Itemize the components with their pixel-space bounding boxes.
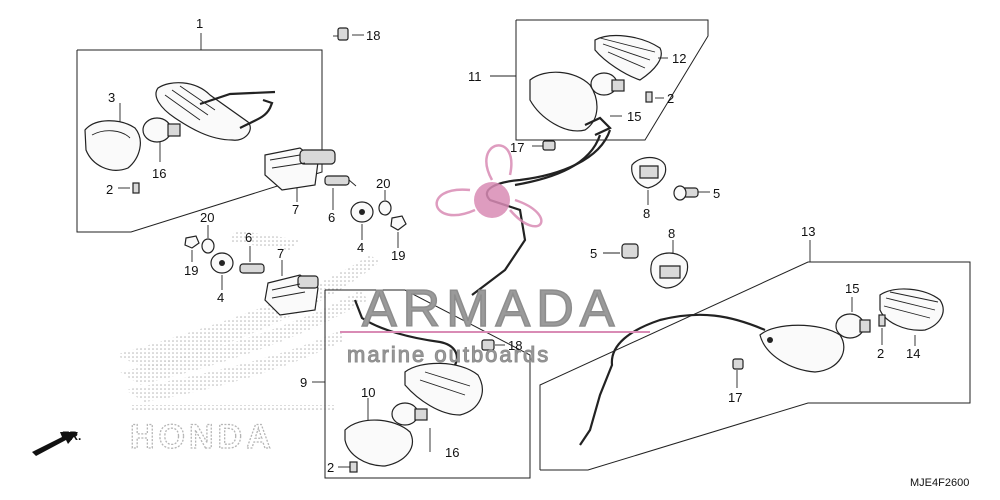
callout-7a[interactable]: 7	[292, 202, 299, 217]
part-grommet-4a[interactable]	[350, 201, 374, 223]
callout-2d[interactable]: 2	[327, 460, 334, 475]
callout-13[interactable]: 13	[801, 224, 815, 239]
part-socket-8b[interactable]	[650, 252, 689, 289]
armada-logo-mark	[435, 144, 543, 228]
brand-wordmark: HONDA	[130, 418, 275, 456]
callout-18b[interactable]: 18	[508, 338, 522, 353]
callout-20b[interactable]: 20	[200, 210, 214, 225]
wire-harness-right-rear	[579, 313, 766, 446]
watermark-subtitle: marine outboards	[347, 342, 550, 367]
callout-8a[interactable]: 8	[643, 206, 650, 221]
callout-2c[interactable]: 2	[877, 346, 884, 361]
callout-4b[interactable]: 4	[217, 290, 224, 305]
part-bulb-6a[interactable]	[324, 175, 357, 187]
callout-14[interactable]: 14	[906, 346, 920, 361]
frame-group-9	[324, 289, 531, 479]
callout-17a[interactable]: 17	[510, 140, 524, 155]
part-screw-2b[interactable]	[645, 91, 653, 103]
part-washer-20a[interactable]	[378, 200, 392, 216]
part-lens-left-front[interactable]	[84, 120, 141, 171]
part-housing-left-rear[interactable]	[404, 362, 483, 416]
part-bulb-right-front[interactable]	[590, 72, 625, 96]
callout-15a[interactable]: 15	[627, 109, 641, 124]
callout-20a[interactable]: 20	[376, 176, 390, 191]
callout-12[interactable]: 12	[672, 51, 686, 66]
callout-16b[interactable]: 16	[445, 445, 459, 460]
part-nut-19a[interactable]	[390, 215, 407, 231]
honda-wing-watermark	[115, 230, 380, 412]
part-bulb-6b[interactable]	[239, 263, 265, 274]
callout-19b[interactable]: 19	[184, 263, 198, 278]
part-screw-17a[interactable]	[542, 140, 556, 151]
part-socket-7a[interactable]	[264, 147, 336, 191]
frame-group-13	[539, 261, 971, 471]
callout-4a[interactable]: 4	[357, 240, 364, 255]
part-bulb-5a[interactable]	[673, 185, 699, 201]
callout-15b[interactable]: 15	[845, 281, 859, 296]
callout-2a[interactable]: 2	[106, 182, 113, 197]
part-screw-17b[interactable]	[732, 358, 744, 370]
callout-7b[interactable]: 7	[277, 246, 284, 261]
part-bulb-left-rear[interactable]	[391, 402, 428, 426]
callout-19a[interactable]: 19	[391, 248, 405, 263]
callout-1[interactable]: 1	[196, 16, 203, 31]
callout-2b[interactable]: 2	[667, 91, 674, 106]
callout-6b[interactable]: 6	[245, 230, 252, 245]
callout-11[interactable]: 11	[468, 69, 482, 84]
callout-5a[interactable]: 5	[713, 186, 720, 201]
frame-group-11	[515, 19, 709, 141]
callout-16a[interactable]: 16	[152, 166, 166, 181]
callout-17b[interactable]: 17	[728, 390, 742, 405]
part-screw-18b[interactable]	[481, 339, 495, 351]
watermark-title: ARMADA	[362, 280, 620, 338]
part-bulb-5b[interactable]	[621, 243, 639, 259]
callout-9[interactable]: 9	[300, 375, 307, 390]
part-bulb-left-front[interactable]	[142, 117, 181, 143]
part-socket-7b[interactable]	[264, 274, 319, 316]
frame-group-1	[76, 49, 323, 233]
front-direction-indicator: FR.	[32, 429, 81, 456]
part-washer-20b[interactable]	[201, 238, 215, 254]
part-screw-2d[interactable]	[349, 461, 358, 473]
part-nut-19b[interactable]	[184, 235, 200, 249]
part-screw-2c[interactable]	[878, 314, 886, 327]
part-screw-2a[interactable]	[132, 182, 140, 194]
part-lens-right-front[interactable]	[594, 35, 662, 81]
part-housing-left-front[interactable]	[155, 82, 276, 141]
part-screw-18a[interactable]	[333, 27, 349, 41]
part-grommet-4b[interactable]	[210, 252, 234, 274]
callout-8b[interactable]: 8	[668, 226, 675, 241]
front-direction-label: FR.	[62, 429, 81, 443]
callout-3[interactable]: 3	[108, 90, 115, 105]
callout-18a[interactable]: 18	[366, 28, 380, 43]
callout-10[interactable]: 10	[361, 385, 375, 400]
part-lens-left-rear[interactable]	[344, 419, 413, 467]
part-socket-8a[interactable]	[631, 156, 667, 189]
part-bulb-right-rear[interactable]	[835, 313, 871, 339]
part-housing-right-rear[interactable]	[759, 324, 845, 373]
part-housing-right-front[interactable]	[529, 71, 612, 136]
callout-6a[interactable]: 6	[328, 210, 335, 225]
callout-5b[interactable]: 5	[590, 246, 597, 261]
part-lens-right-rear[interactable]	[879, 288, 944, 331]
diagram-code: MJE4F2600	[910, 477, 969, 489]
wire-harness-left-rear	[353, 299, 458, 366]
